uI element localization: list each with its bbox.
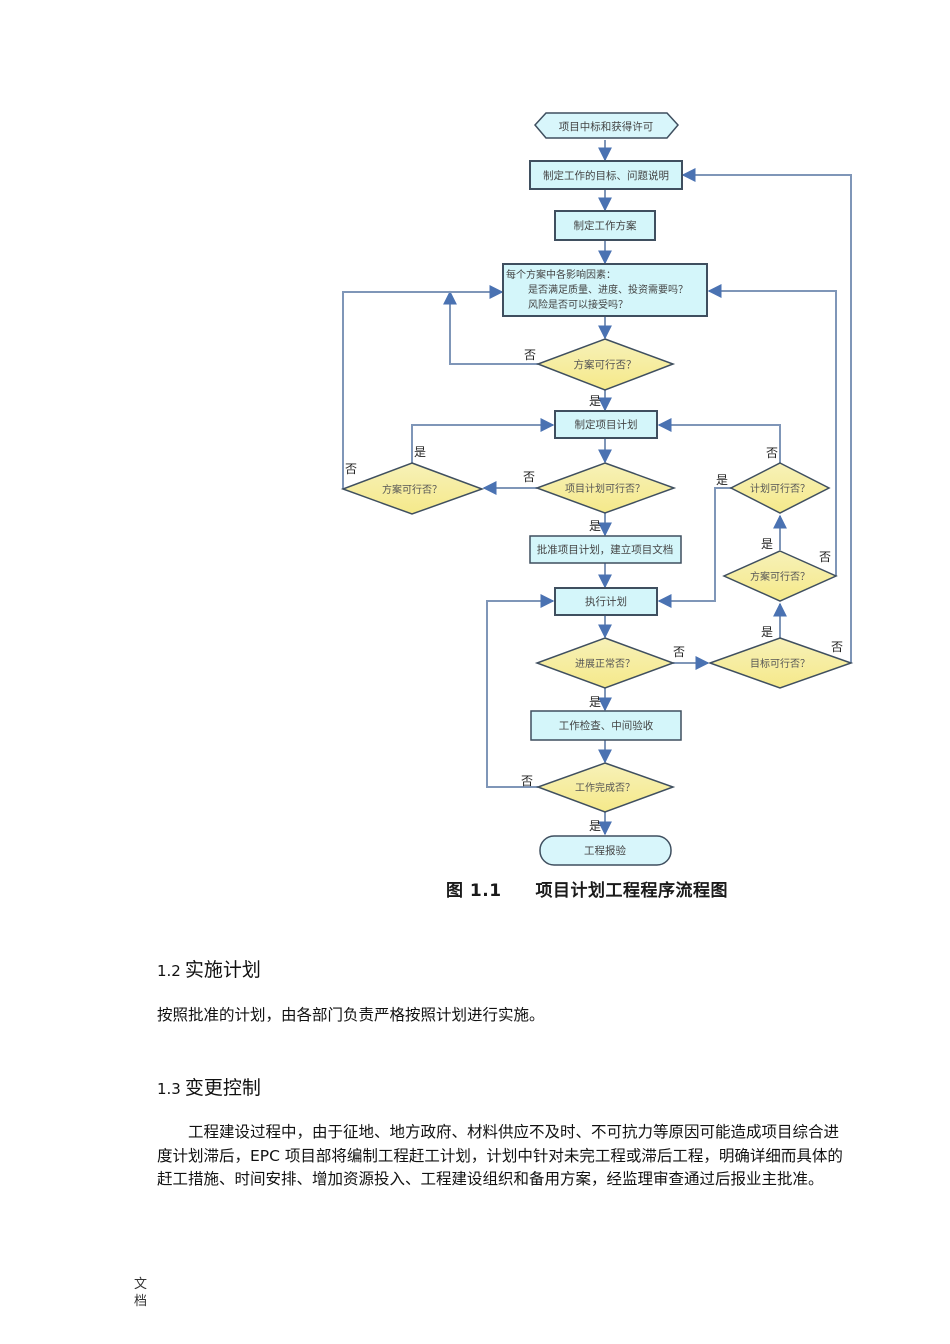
label-no: 否 bbox=[521, 774, 533, 788]
node-define-scheme: 制定工作方案 bbox=[554, 210, 656, 241]
decision-goal-feasible: 目标可行否？ bbox=[707, 637, 854, 689]
label-no: 否 bbox=[673, 645, 685, 659]
section-title: 实施计划 bbox=[184, 959, 261, 981]
decision-scheme-feasible-right: 方案可行否？ bbox=[722, 550, 838, 602]
section-paragraph-1-3: 工程建设过程中，由于征地、地方政府、材料供应不及时、不可抗力等原因可能造成项目综… bbox=[157, 1123, 843, 1188]
node-factors: 每个方案中各影响因素： 是否满足质量、进度、投资需要吗？ 风险是否可以接受吗？ bbox=[502, 263, 708, 317]
node-define-plan-label: 制定项目计划 bbox=[575, 418, 638, 431]
node-inspection-label: 工作检查、中间验收 bbox=[559, 719, 654, 732]
page-footer: 文档 bbox=[134, 1277, 148, 1309]
label-no: 否 bbox=[819, 550, 831, 564]
edge-complete-no bbox=[486, 594, 555, 788]
figure-number: 图 1.1 bbox=[446, 881, 502, 901]
node-define-goal-label: 制定工作的目标、问题说明 bbox=[543, 169, 669, 182]
decision-scheme-feasible-right-label: 方案可行否？ bbox=[750, 570, 810, 583]
label-yes: 是 bbox=[414, 445, 426, 459]
node-report: 工程报验 bbox=[539, 835, 672, 866]
edge-decision1-no bbox=[443, 290, 538, 365]
label-yes: 是 bbox=[761, 625, 773, 639]
section-title: 变更控制 bbox=[184, 1077, 261, 1099]
node-inspection: 工作检查、中间验收 bbox=[530, 710, 682, 741]
decision-work-complete: 工作完成否？ bbox=[535, 762, 676, 813]
label-yes: 是 bbox=[761, 537, 773, 551]
label-yes: 是 bbox=[589, 394, 601, 408]
edge-scheme-right-no bbox=[707, 284, 837, 576]
node-define-scheme-label: 制定工作方案 bbox=[574, 219, 637, 232]
node-start: 项目中标和获得许可 bbox=[534, 112, 679, 139]
edge-scheme2-yes bbox=[411, 418, 555, 463]
node-factors-line1: 每个方案中各影响因素： bbox=[506, 268, 616, 281]
edge-plan-right-no bbox=[657, 418, 781, 463]
section-number: 1.3 bbox=[157, 1080, 181, 1098]
edge-goal-no bbox=[681, 168, 852, 663]
node-start-label: 项目中标和获得许可 bbox=[559, 120, 654, 133]
figure-title: 项目计划工程程序流程图 bbox=[535, 881, 729, 901]
node-report-label: 工程报验 bbox=[584, 844, 626, 857]
decision-progress-normal: 进展正常否？ bbox=[534, 637, 676, 689]
node-factors-line3: 风险是否可以接受吗？ bbox=[528, 298, 628, 311]
node-approve-plan-label: 批准项目计划，建立项目文档 bbox=[537, 543, 674, 556]
decision-scheme-feasible-1: 方案可行否？ bbox=[535, 338, 676, 391]
decision-plan-feasible-right: 计划可行否？ bbox=[729, 462, 831, 514]
decision-scheme-feasible-1-label: 方案可行否？ bbox=[574, 358, 637, 371]
edge-scheme2-no bbox=[342, 285, 504, 489]
node-execute-plan-label: 执行计划 bbox=[585, 595, 627, 608]
section-paragraph-1-2: 按照批准的计划，由各部门负责严格按照计划进行实施。 bbox=[157, 1006, 545, 1024]
label-no: 否 bbox=[345, 462, 357, 476]
label-yes: 是 bbox=[589, 819, 601, 833]
decision-goal-feasible-label: 目标可行否？ bbox=[750, 657, 810, 670]
section-number: 1.2 bbox=[157, 962, 181, 980]
decision-work-complete-label: 工作完成否？ bbox=[575, 781, 635, 794]
node-execute-plan: 执行计划 bbox=[554, 587, 658, 616]
connectors bbox=[342, 140, 852, 836]
node-define-goal: 制定工作的目标、问题说明 bbox=[529, 160, 683, 190]
label-yes: 是 bbox=[589, 519, 601, 533]
decision-plan-feasible: 项目计划可行否？ bbox=[534, 462, 677, 514]
label-yes: 是 bbox=[716, 473, 728, 487]
decision-scheme-feasible-2-label: 方案可行否？ bbox=[382, 483, 442, 496]
edge-plan-right-yes bbox=[657, 487, 731, 608]
label-yes: 是 bbox=[589, 695, 601, 709]
project-plan-flowchart: 项目中标和获得许可 制定工作的目标、问题说明 制定工作方案 每个方案中各影响因素… bbox=[340, 112, 854, 866]
figure-caption: 图 1.1 项目计划工程程序流程图 bbox=[446, 876, 728, 901]
label-no: 否 bbox=[766, 446, 778, 460]
node-factors-line2: 是否满足质量、进度、投资需要吗？ bbox=[528, 283, 688, 296]
label-no: 否 bbox=[523, 470, 535, 484]
decision-plan-feasible-label: 项目计划可行否？ bbox=[565, 482, 645, 495]
node-approve-plan: 批准项目计划，建立项目文档 bbox=[529, 535, 682, 564]
decision-scheme-feasible-2: 方案可行否？ bbox=[340, 462, 485, 515]
label-no: 否 bbox=[831, 640, 843, 654]
decision-progress-normal-label: 进展正常否？ bbox=[575, 657, 635, 670]
decision-plan-feasible-right-label: 计划可行否？ bbox=[750, 482, 810, 495]
node-define-plan: 制定项目计划 bbox=[554, 410, 658, 439]
label-no: 否 bbox=[524, 348, 536, 362]
